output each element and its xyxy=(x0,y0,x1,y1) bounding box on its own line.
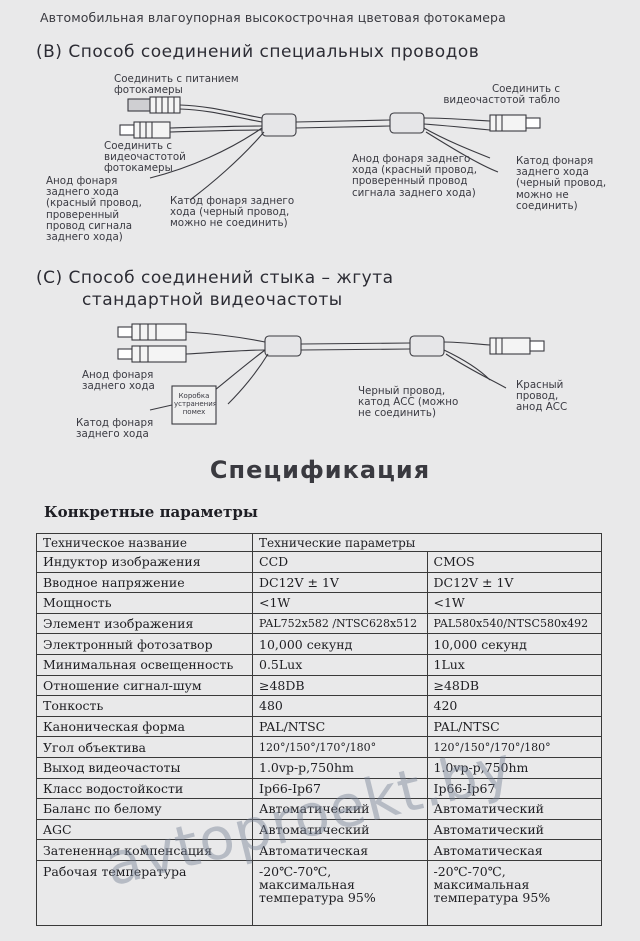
header-params: Технические параметры xyxy=(252,533,602,552)
rca-connector-c-bottom xyxy=(117,345,187,363)
table-header-row: Техническое название Технические парамет… xyxy=(36,533,602,552)
table-row: Отношение сигнал-шум≥48DB≥48DB xyxy=(36,674,602,697)
rca-connector-c-top xyxy=(117,323,187,341)
rca-connector-right xyxy=(489,114,541,132)
section-c-title-line1: (C) Способ соединений стыка – жгута xyxy=(36,268,394,288)
header-name: Техническое название xyxy=(36,533,253,552)
spec-table: Техническое название Технические парамет… xyxy=(36,533,602,926)
section-c-title-line2: стандартной видеочастоты xyxy=(82,290,343,310)
table-row: Рабочая температура-20℃-70℃, максимальна… xyxy=(36,859,602,926)
document-header: Автомобильная влагоупорная высокострочна… xyxy=(40,10,506,25)
spec-title: Спецификация xyxy=(209,456,431,484)
rca-connector-c-right xyxy=(489,337,545,355)
power-connector xyxy=(127,96,181,114)
params-title: Конкретные параметры xyxy=(44,503,258,521)
table-row: Мощность<1W<1W xyxy=(36,592,602,614)
diagram-b xyxy=(119,96,541,201)
diagram-c xyxy=(117,323,545,425)
rca-connector-left xyxy=(119,121,171,139)
section-b-title: (B) Способ соединений специальных провод… xyxy=(36,42,480,62)
